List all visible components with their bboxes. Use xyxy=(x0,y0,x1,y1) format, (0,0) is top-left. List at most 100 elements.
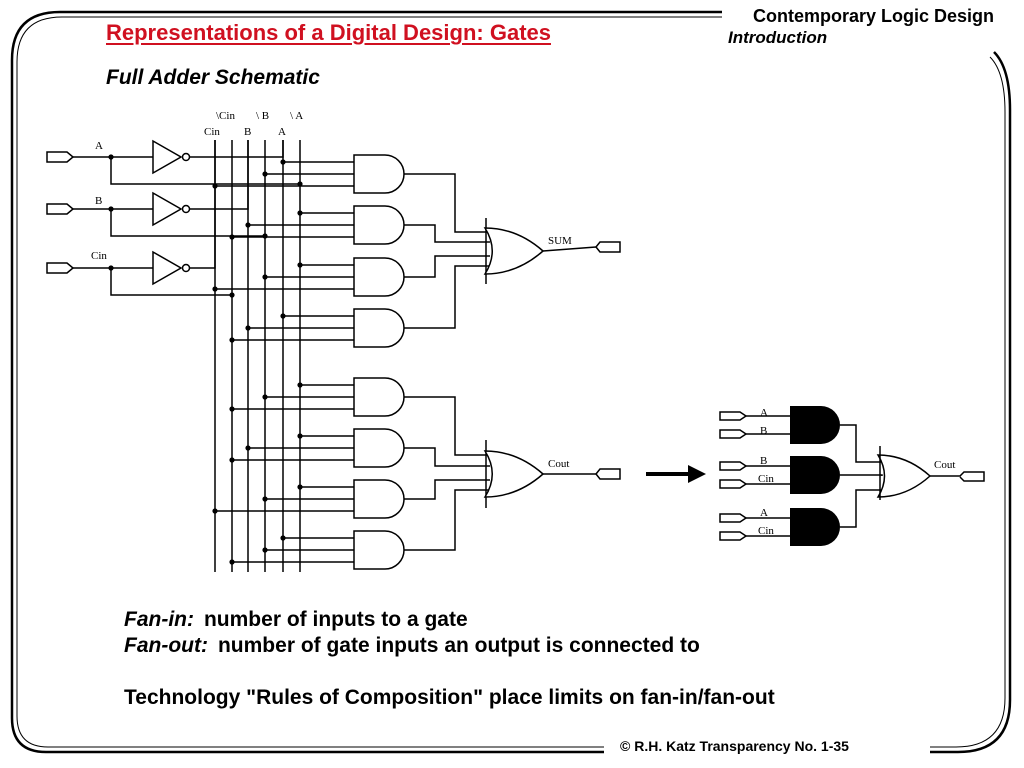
bus-label-not-b: \ B xyxy=(256,110,269,122)
junction-dot xyxy=(108,265,114,271)
input-connector xyxy=(719,513,748,523)
wire xyxy=(404,489,490,551)
wire xyxy=(190,140,284,158)
input-a: A xyxy=(46,140,103,163)
fan-out-term: Fan-out: xyxy=(124,634,208,657)
wire xyxy=(840,474,883,476)
simple-label-b2: B xyxy=(760,455,767,467)
wire xyxy=(404,396,490,456)
wire xyxy=(404,479,490,500)
and-gate xyxy=(353,154,405,194)
vertical-bus-lines xyxy=(214,140,301,572)
or-gate xyxy=(483,227,545,275)
and-gate xyxy=(790,508,840,546)
wire xyxy=(110,268,232,296)
junction-dot xyxy=(297,181,303,187)
inverter-bubble xyxy=(181,263,191,273)
fan-in-text: number of inputs to a gate xyxy=(203,608,468,631)
input-b: B xyxy=(46,195,102,215)
junction-dots xyxy=(108,154,303,565)
simple-or-gate-group xyxy=(876,454,932,498)
svg-text:A: A xyxy=(95,140,103,152)
output-sum: SUM xyxy=(548,235,621,253)
output-connector xyxy=(930,471,985,482)
inverter-bubble xyxy=(181,204,191,214)
output-cout: Cout xyxy=(548,458,621,480)
junction-dot xyxy=(297,484,303,490)
bus-label-not-a: \ A xyxy=(290,110,303,122)
junction-dot xyxy=(245,222,251,228)
simplified-carry-circuit xyxy=(719,406,985,546)
junction-dot xyxy=(229,292,235,298)
junction-dot xyxy=(262,274,268,280)
junction-dot xyxy=(229,457,235,463)
junction-dot xyxy=(262,547,268,553)
input-connector xyxy=(719,479,748,489)
junction-dot xyxy=(229,406,235,412)
wire xyxy=(190,140,216,269)
wire xyxy=(404,447,490,467)
junction-dot xyxy=(280,535,286,541)
slide-title: Representations of a Digital Design: Gat… xyxy=(106,20,551,45)
junction-dot xyxy=(212,183,218,189)
svg-text:Cin: Cin xyxy=(91,250,107,262)
course-title: Contemporary Logic Design xyxy=(752,6,994,26)
junction-dot xyxy=(229,337,235,343)
fan-in-definition: Fan-in: number of inputs to a gate xyxy=(124,608,468,632)
and-gate xyxy=(353,205,405,245)
input-connector xyxy=(719,461,748,471)
input-cin: Cin xyxy=(46,250,107,274)
junction-dot xyxy=(262,233,268,239)
footer-copyright: © R.H. Katz Transparency No. 1-35 xyxy=(620,738,849,754)
course-section: Introduction xyxy=(728,28,828,47)
junction-dot xyxy=(108,206,114,212)
arrow-icon xyxy=(646,465,706,483)
simple-label-a2: A xyxy=(760,507,768,519)
junction-dot xyxy=(262,394,268,400)
logic-gates xyxy=(152,139,545,570)
wire xyxy=(190,140,249,210)
inverter xyxy=(152,191,183,227)
and-gate xyxy=(353,257,405,297)
inverter-bubble xyxy=(181,152,191,162)
wire xyxy=(542,246,597,252)
and-gate xyxy=(790,406,840,444)
svg-text:B: B xyxy=(95,195,102,207)
and-gate xyxy=(353,530,405,570)
svg-text:Cout: Cout xyxy=(548,458,569,470)
diagram-title: Full Adder Schematic xyxy=(106,66,320,89)
wire xyxy=(110,209,265,237)
junction-dot xyxy=(297,210,303,216)
junction-dot xyxy=(280,159,286,165)
bus-label-a: A xyxy=(278,126,286,138)
bus-label-b: B xyxy=(244,126,251,138)
input-connector xyxy=(719,429,748,439)
junction-dot xyxy=(229,234,235,240)
simple-label-a1: A xyxy=(760,407,768,419)
simple-output-cout: Cout xyxy=(934,459,955,471)
and-gate xyxy=(353,479,405,519)
simple-label-cin2: Cin xyxy=(758,525,774,537)
and-gate xyxy=(353,428,405,468)
rules-of-composition: Technology "Rules of Composition" place … xyxy=(124,686,775,709)
simple-label-b1: B xyxy=(760,425,767,437)
junction-dot xyxy=(212,508,218,514)
junction-dot xyxy=(280,313,286,319)
junction-dot xyxy=(262,171,268,177)
bus-label-cin: Cin xyxy=(204,126,220,138)
wire xyxy=(110,157,300,185)
simple-label-cin1: Cin xyxy=(758,473,774,485)
junction-dot xyxy=(297,433,303,439)
fan-in-term: Fan-in: xyxy=(124,608,194,631)
junction-dot xyxy=(297,262,303,268)
and-gate xyxy=(353,377,405,417)
and-gate xyxy=(790,456,840,494)
wire xyxy=(404,255,490,278)
wires xyxy=(73,140,597,563)
inverter xyxy=(152,250,183,286)
wire xyxy=(404,265,490,329)
svg-text:SUM: SUM xyxy=(548,235,572,247)
and-gate xyxy=(353,308,405,348)
